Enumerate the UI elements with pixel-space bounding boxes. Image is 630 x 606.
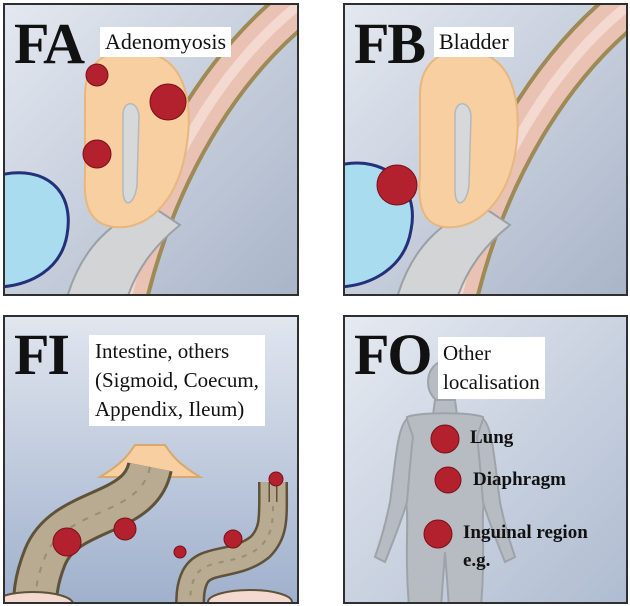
site-inguinal-label: Inguinal region bbox=[463, 522, 588, 544]
label-text: Adenomyosis bbox=[105, 29, 226, 55]
panel-intestine: FI Intestine, others (Sigmoid, Coecum, A… bbox=[3, 315, 299, 604]
label-line-1: Intestine, others bbox=[95, 337, 259, 366]
panel-bladder: FB Bladder bbox=[343, 3, 628, 296]
panel-other-localisation: FO Other localisation Lung Diaphragm Ing… bbox=[343, 315, 628, 604]
panel-label: Adenomyosis bbox=[100, 27, 231, 57]
site-eg-label: e.g. bbox=[463, 550, 490, 572]
label-line-1: Other bbox=[443, 339, 540, 368]
panel-label: Bladder bbox=[434, 27, 514, 57]
panel-code: FO bbox=[354, 326, 431, 384]
panel-adenomyosis: FA Adenomyosis bbox=[3, 3, 299, 296]
label-line-2: (Sigmoid, Coecum, bbox=[95, 366, 259, 395]
label-line-2: localisation bbox=[443, 368, 540, 397]
label-line-3: Appendix, Ileum) bbox=[95, 395, 259, 424]
label-text: Bladder bbox=[439, 29, 509, 55]
panel-code: FI bbox=[14, 326, 68, 384]
site-lung-label: Lung bbox=[470, 427, 513, 449]
panel-code: FB bbox=[354, 15, 424, 73]
panel-code: FA bbox=[14, 15, 83, 73]
panel-label: Other localisation bbox=[438, 337, 545, 399]
panel-label: Intestine, others (Sigmoid, Coecum, Appe… bbox=[89, 335, 265, 426]
site-diaphragm-label: Diaphragm bbox=[473, 469, 566, 491]
